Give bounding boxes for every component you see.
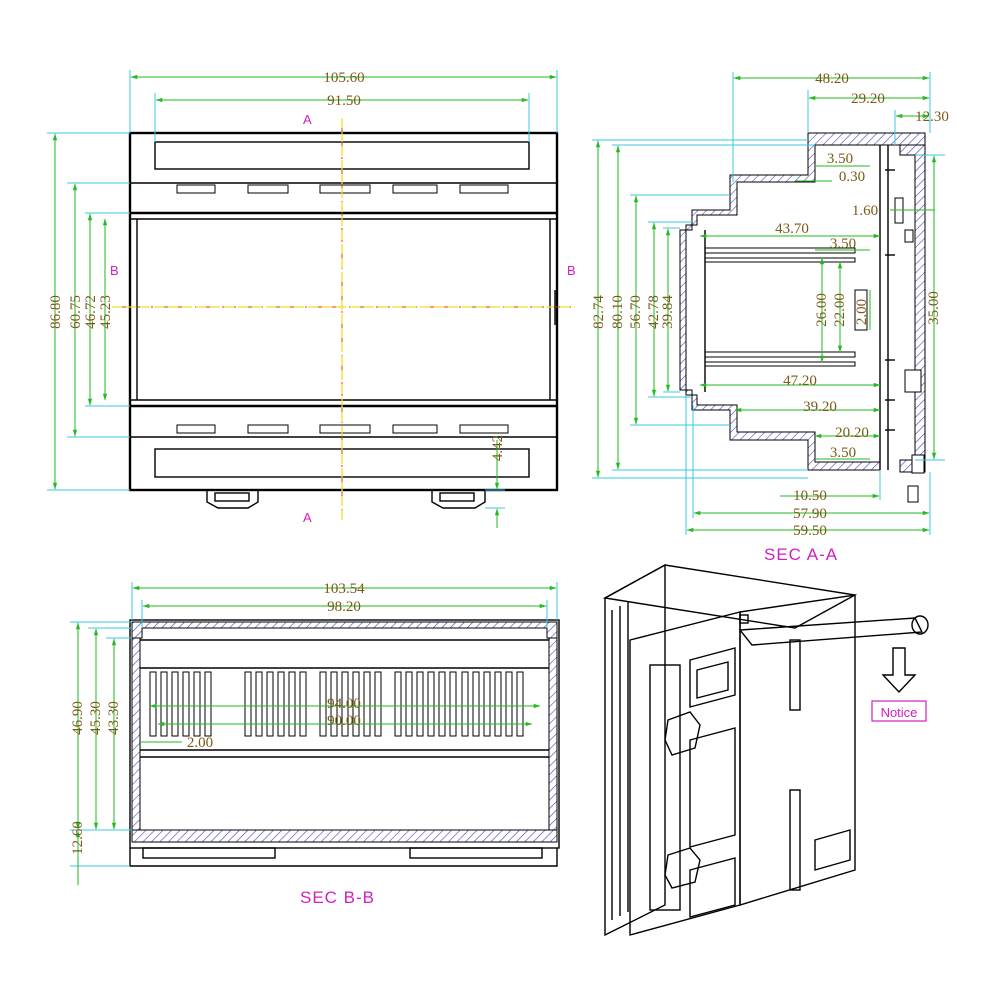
dim-bb-h1: 46.90: [70, 701, 86, 735]
fin: [277, 671, 285, 737]
fin: [416, 671, 424, 737]
bottom-vent-slots: [176, 424, 509, 434]
fin: [299, 671, 307, 737]
dim-h4: 45.23: [98, 295, 114, 329]
dim-aa-v3: 56.70: [628, 295, 644, 329]
notice-label: Notice: [881, 705, 918, 720]
dim-aa-d4: 3.50: [827, 151, 853, 167]
fin: [494, 671, 502, 737]
fin: [319, 671, 327, 737]
dim-aa-d10: 39.20: [803, 399, 837, 415]
dim-aa-v6: 26.00: [814, 293, 830, 327]
dim-h2: 60.75: [68, 295, 84, 329]
dim-aa-d1: 48.20: [815, 71, 849, 87]
dim-bb-h2: 45.30: [88, 701, 104, 735]
fin: [394, 671, 402, 737]
dim-aa-d6: 1.60: [852, 203, 878, 219]
dim-aa-d15: 59.50: [793, 523, 827, 539]
dim-aa-d3: 12.30: [915, 109, 949, 125]
fin: [438, 671, 446, 737]
dim-bb-w1: 103.54: [323, 581, 365, 597]
dim-aa-v8: 2.00: [854, 299, 870, 325]
dim-aa-v7: 22.00: [832, 293, 848, 327]
dim-aa-d5: 0.30: [839, 169, 865, 185]
dim-aa-d11: 20.20: [835, 425, 869, 441]
fin: [244, 671, 252, 737]
cut-a-bottom: A: [303, 510, 312, 525]
dim-aa-v5: 39.84: [660, 295, 676, 329]
isometric-view: Notice: [602, 563, 929, 937]
dim-aa-d8: 3.50: [830, 236, 856, 252]
fin: [288, 671, 296, 737]
fin: [449, 671, 457, 737]
fin: [204, 671, 212, 737]
fin: [483, 671, 491, 737]
dim-aa-v1: 82.74: [591, 295, 607, 329]
fin: [374, 671, 382, 737]
dim-bb-w2: 98.20: [327, 599, 361, 615]
dim-overall-width: 105.60: [323, 70, 364, 86]
dim-bb-h4: 12.60: [70, 821, 86, 855]
fin: [193, 671, 201, 737]
dim-bb-h3: 43.30: [106, 701, 122, 735]
dim-aa-d13: 10.50: [793, 488, 827, 504]
dim-aa-d12: 3.50: [830, 445, 856, 461]
sec-aa-title: SEC A-A: [764, 545, 838, 564]
fin: [149, 671, 157, 737]
fin: [405, 671, 413, 737]
fin: [427, 671, 435, 737]
top-vent-slots: [176, 184, 509, 194]
fin: [171, 671, 179, 737]
fin: [505, 671, 513, 737]
dim-aa-d7: 43.70: [775, 221, 809, 237]
screwdriver-icon: [738, 614, 929, 646]
dim-bb-t1: 2.00: [187, 735, 213, 751]
fin: [255, 671, 263, 737]
fin: [516, 671, 524, 737]
fin: [363, 671, 371, 737]
dim-aa-v2: 80.10: [610, 295, 626, 329]
fin: [472, 671, 480, 737]
dim-aa-d9: 47.20: [783, 373, 817, 389]
dim-h3: 46.72: [83, 295, 99, 329]
dim-bb-i1: 94.00: [327, 696, 361, 712]
dim-aa-v9: 35.00: [926, 291, 942, 325]
dim-foot: 4.42: [490, 435, 506, 461]
sec-bb-title: SEC B-B: [300, 888, 375, 907]
dim-bb-i2: 90.00: [327, 713, 361, 729]
section-aa-view: 48.20 29.20 12.30 3.50 0.30 1.60 43.70 3…: [591, 71, 949, 564]
fin: [182, 671, 190, 737]
fin: [266, 671, 274, 737]
cut-b-right: B: [567, 263, 576, 278]
front-view: A A B B 105.60 91.50 86.80 60.75 46.72 4…: [47, 70, 576, 528]
pcb-slots: [704, 230, 856, 392]
cut-b-left: B: [110, 263, 119, 278]
cut-a-top: A: [303, 112, 312, 127]
dim-h1: 86.80: [48, 295, 64, 329]
dim-aa-d14: 57.90: [793, 506, 827, 522]
section-bb-view: 103.54 98.20 94.00 90.00 2.00 46.90 45.3…: [70, 581, 560, 907]
dim-aa-v4: 42.78: [646, 295, 662, 329]
side-ribs: [611, 602, 629, 920]
dim-inner-width: 91.50: [327, 93, 361, 109]
fin: [461, 671, 469, 737]
fin: [160, 671, 168, 737]
dim-aa-d2: 29.20: [851, 91, 885, 107]
arrow-down-icon: [881, 647, 917, 694]
